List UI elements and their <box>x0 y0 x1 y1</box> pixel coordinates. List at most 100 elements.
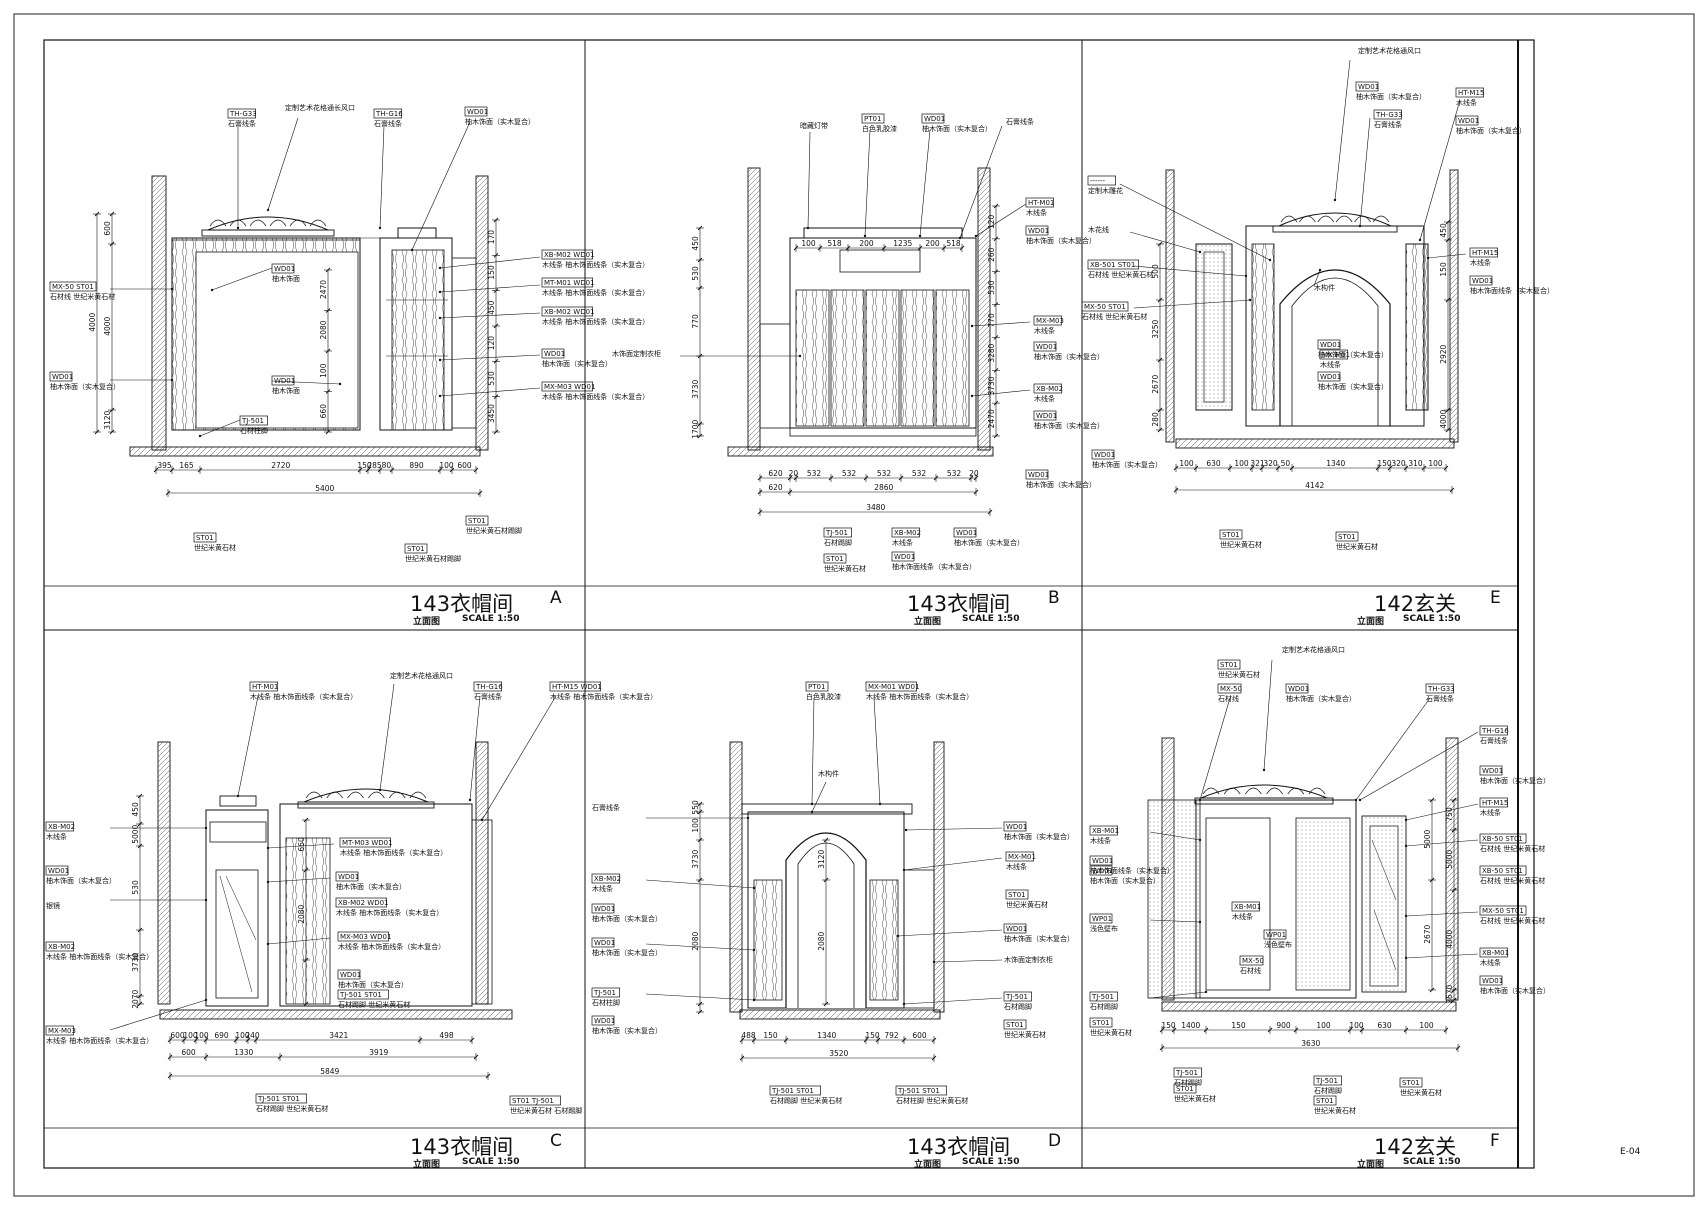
callout-text-c-10: 木线条 柚木饰面线条（实木复合） <box>46 952 153 961</box>
panel-e-scale: SCALE 1:50 <box>1403 614 1461 624</box>
callout-code-d-0: PT01 <box>808 683 825 691</box>
callout-text-c-16: 世纪米黄石材 石材踢脚 <box>510 1106 582 1115</box>
dim-a-right-5: 3450 <box>487 404 496 423</box>
callout-text-d-7: 木线条 <box>592 884 613 893</box>
callout-text-d-13: 石材踢脚 <box>1004 1002 1032 1011</box>
dim-c-right-1: 2080 <box>297 904 306 923</box>
callout-d-3: 石膏线条 <box>592 803 620 812</box>
dim-c-total-0: 5849 <box>320 1067 339 1076</box>
dim-c-bottom2-2: 3919 <box>369 1048 388 1057</box>
callout-code-a-9: XB-M02 WD01 <box>544 251 595 259</box>
callout-code-f-18: XB-M01 <box>1482 949 1509 957</box>
callout-text-c-7: 木线条 柚木饰面线条（实木复合） <box>340 848 447 857</box>
callout-code-c-0: HT-M01 <box>252 683 278 691</box>
callout-text-b-8: 柚木饰面（实木复合） <box>1034 352 1104 361</box>
dim-a-right-4: 530 <box>487 371 496 386</box>
callout-text-e-7: 石材线 世纪米黄石材 <box>1088 270 1153 279</box>
dim-a-bottom-3: 150 <box>357 461 372 470</box>
callout-code-f-8: XB-M01 <box>1092 827 1119 835</box>
dim-d-bottom-5: 600 <box>912 1031 927 1040</box>
callout-code-c-4: XB-M02 <box>48 823 75 831</box>
callout-text-e-12: 柚木饰面（实木复合） <box>1318 382 1388 391</box>
callout-text-b-12: 石材踢脚 <box>824 538 852 547</box>
callout-code-c-12: WD01 <box>340 971 361 979</box>
callout-text-f-11: 浅色壁布 <box>1090 924 1118 933</box>
callout-b-6: 木饰面定制衣柜 <box>612 349 661 358</box>
dim-c-left-2: 530 <box>131 880 140 895</box>
callout-text-e-5: 定制木雕花 <box>1088 186 1123 195</box>
callout-code-f-12: XB-M01 <box>1234 903 1261 911</box>
callout-text-a-13: 木线条 柚木饰面线条（实木复合） <box>542 392 649 401</box>
dim-e-right-2: 2920 <box>1439 344 1448 363</box>
callout-text-e-9: 石材线 世纪米黄石材 <box>1082 312 1147 321</box>
dim-a-left2-0: 4000 <box>88 312 97 331</box>
callout-text-d-6: 世纪米黄石材 <box>1006 900 1048 909</box>
dim-b-top-0: 100 <box>801 239 816 248</box>
callout-b-0: 暗藏灯带 <box>800 121 828 130</box>
callout-text-d-4: 柚木饰面（实木复合） <box>1004 832 1074 841</box>
panel-a-scale: SCALE 1:50 <box>462 614 520 624</box>
dim-e-bottom-4: 320 <box>1263 459 1278 468</box>
panel-f-subtitle: 立面图 <box>1357 1160 1385 1170</box>
callout-code-f-11: WP01 <box>1092 915 1112 923</box>
dim-c-bottom-1: 100 <box>183 1031 198 1040</box>
panel-a-subtitle: 立面图 <box>413 617 441 627</box>
dim-a-rightinner-2: 100 <box>319 363 328 378</box>
callout-code-e-2: TH-G33 <box>1375 111 1403 119</box>
callout-code-e-12: WD01 <box>1320 373 1341 381</box>
sheet-code: E-04 <box>1620 1147 1641 1157</box>
dim-f-right-1: 5000 <box>1445 849 1454 868</box>
callout-text-a-14: 世纪米黄石材踢脚 <box>466 526 522 535</box>
dim-f-right-0: 750 <box>1445 807 1454 822</box>
callout-code-a-6: WD01 <box>52 373 73 381</box>
dim-b-bottom-2: 532 <box>807 469 822 478</box>
callout-text-f-26: 世纪米黄石材 <box>1400 1088 1442 1097</box>
callout-text-f-1: 定制艺术花格通风口 <box>1282 645 1345 654</box>
dim-d-bottom-4: 792 <box>884 1031 899 1040</box>
callout-text-b-15: 柚木饰面线条（实木复合） <box>892 562 976 571</box>
callout-text-b-9: 木线条 <box>1034 394 1055 403</box>
callout-code-b-1: PT01 <box>864 115 881 123</box>
callout-code-b-13: ST01 <box>826 555 844 563</box>
callout-code-d-13: TJ-501 <box>1005 993 1028 1001</box>
callout-code-a-16: ST01 <box>407 545 425 553</box>
callout-code-f-21: ST01 <box>1092 1019 1110 1027</box>
dim-b-left-1: 530 <box>691 266 700 281</box>
callout-code-f-0: ST01 <box>1220 661 1238 669</box>
callout-code-d-9: WD01 <box>594 939 615 947</box>
dim-f-left-0: 5000 <box>1423 829 1432 848</box>
callout-code-c-3: HT-M15 WD01 <box>552 683 602 691</box>
callout-code-c-9: XB-M02 WD01 <box>338 899 389 907</box>
dim-e-bottom-6: 1340 <box>1326 459 1345 468</box>
dim-d-left-3: 2080 <box>691 931 700 950</box>
callout-text-f-6: 柚木饰面（实木复合） <box>1480 776 1550 785</box>
callout-text-e-2: 石膏线条 <box>1374 120 1402 129</box>
dim-b-left-4: 1700 <box>691 419 700 438</box>
callout-text-f-10: 柚木饰面（实木复合） <box>1090 876 1160 885</box>
callout-code-f-15: XB-50 ST01 <box>1482 835 1523 843</box>
callout-text-d-16: 石材踢脚 世纪米黄石材 <box>770 1096 842 1105</box>
dim-a-bottom-8: 600 <box>457 461 472 470</box>
dim-a-bottom-7: 100 <box>439 461 454 470</box>
callout-text-e-15: 柚木饰面（实木复合） <box>1092 460 1162 469</box>
